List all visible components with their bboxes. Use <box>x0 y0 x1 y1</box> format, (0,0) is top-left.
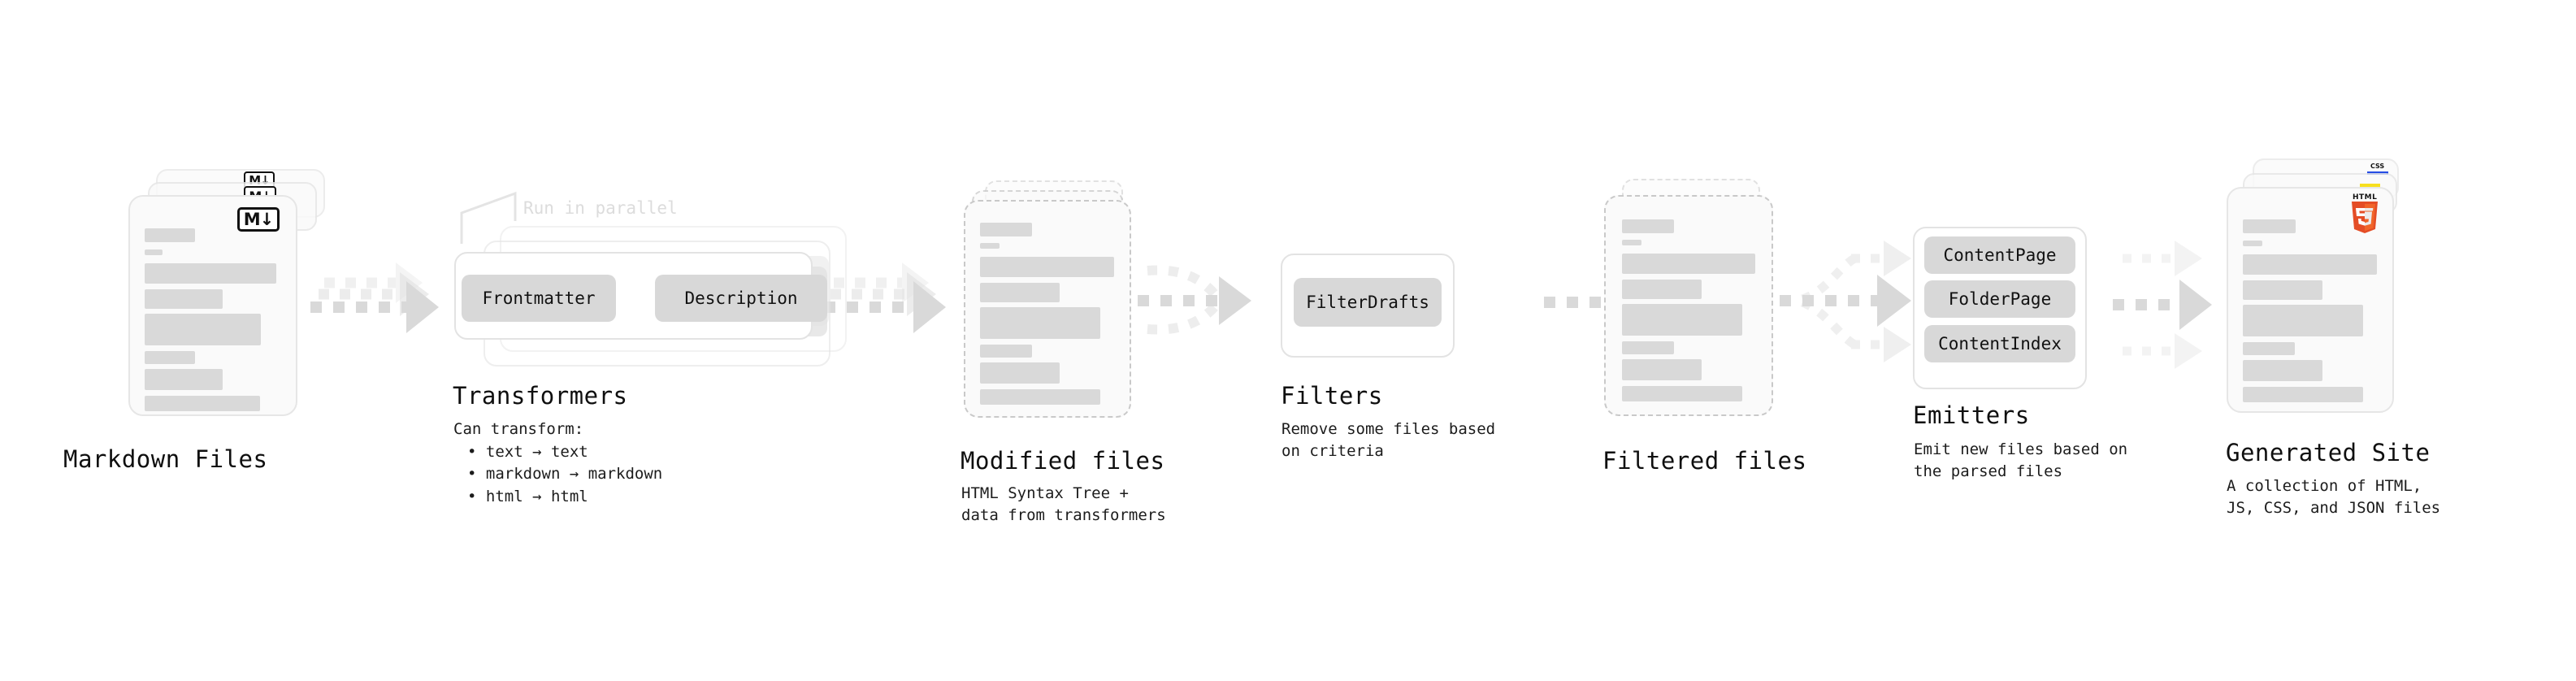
modified-files-description: HTML Syntax Tree + data from transformer… <box>961 484 1166 524</box>
skeleton-bar <box>980 389 1100 405</box>
stage-title-emitters: Emitters <box>1913 401 2030 429</box>
html5-icon-label: HTML <box>2353 193 2378 202</box>
transformers-bullet-1: • markdown → markdown <box>467 465 663 483</box>
run-in-parallel-label: Run in parallel <box>523 198 678 218</box>
transformer-chip-description[interactable]: Description <box>655 275 827 322</box>
css-icon-label: CSS <box>2370 163 2385 170</box>
skeleton-bar <box>2243 342 2295 355</box>
generated-site-description: A collection of HTML, JS, CSS, and JSON … <box>2227 477 2441 517</box>
skeleton-bar <box>2243 280 2322 300</box>
skeleton-bar <box>145 396 260 411</box>
transformers-description: Can transform: <box>453 420 584 438</box>
transformer-chip-frontmatter[interactable]: Frontmatter <box>462 275 616 322</box>
skeleton-bar <box>980 345 1032 358</box>
filters-description: Remove some files based on criteria <box>1281 420 1496 460</box>
emitter-chip-contentpage[interactable]: ContentPage <box>1924 236 2075 274</box>
connector-emitters-to-site <box>2113 241 2212 369</box>
skeleton-bar <box>980 283 1060 302</box>
emitters-description: Emit new files based on the parsed files <box>1914 440 2128 480</box>
skeleton-bar <box>145 263 276 284</box>
transformers-bullet-0: • text → text <box>467 443 588 461</box>
skeleton-bar <box>2243 254 2377 275</box>
connector-filtered-to-emitters <box>1780 241 1911 362</box>
skeleton-bar <box>145 289 223 309</box>
skeleton-bar <box>145 228 195 242</box>
emitter-chip-folderpage[interactable]: FolderPage <box>1924 280 2075 318</box>
skeleton-bar <box>145 314 261 345</box>
skeleton-bar <box>1622 341 1674 354</box>
skeleton-bar <box>2243 360 2322 381</box>
skeleton-bar <box>145 369 223 390</box>
skeleton-bar <box>1622 359 1702 380</box>
skeleton-bar <box>145 249 163 255</box>
skeleton-bar <box>2243 305 2363 336</box>
skeleton-bar <box>2243 387 2363 402</box>
skeleton-bar <box>1622 280 1702 299</box>
skeleton-bar <box>2243 219 2296 233</box>
modified-file-card[interactable] <box>964 200 1131 418</box>
skeleton-bar <box>145 351 195 364</box>
stage-title-transformers: Transformers <box>453 382 628 410</box>
skeleton-bar <box>980 257 1114 277</box>
stage-title-modified-files: Modified files <box>961 447 1165 475</box>
html5-icon <box>2352 202 2378 233</box>
skeleton-bar <box>1622 240 1641 245</box>
skeleton-bar <box>1622 219 1674 233</box>
skeleton-bar <box>2243 241 2262 246</box>
skeleton-bar <box>980 362 1060 384</box>
filter-chip-filterdrafts[interactable]: FilterDrafts <box>1294 278 1442 327</box>
connector-modified-to-filters <box>1138 265 1251 335</box>
emitter-chip-contentindex[interactable]: ContentIndex <box>1924 325 2075 362</box>
filtered-file-card[interactable] <box>1604 195 1773 416</box>
transformers-bullet-2: • html → html <box>467 488 588 505</box>
stage-title-markdown-files: Markdown Files <box>63 445 268 473</box>
skeleton-bar <box>980 223 1032 236</box>
skeleton-bar <box>980 243 1000 249</box>
skeleton-bar <box>1622 386 1742 401</box>
stage-title-generated-site: Generated Site <box>2226 439 2431 466</box>
markdown-file-card[interactable] <box>128 195 297 416</box>
skeleton-bar <box>1622 304 1742 336</box>
connector-markdown-to-transformers <box>310 262 439 333</box>
stage-title-filtered-files: Filtered files <box>1602 447 1807 475</box>
skeleton-bar <box>1622 254 1755 274</box>
stage-title-filters: Filters <box>1281 382 1383 410</box>
markdown-icon: M↓ <box>237 207 280 232</box>
skeleton-bar <box>980 307 1100 339</box>
